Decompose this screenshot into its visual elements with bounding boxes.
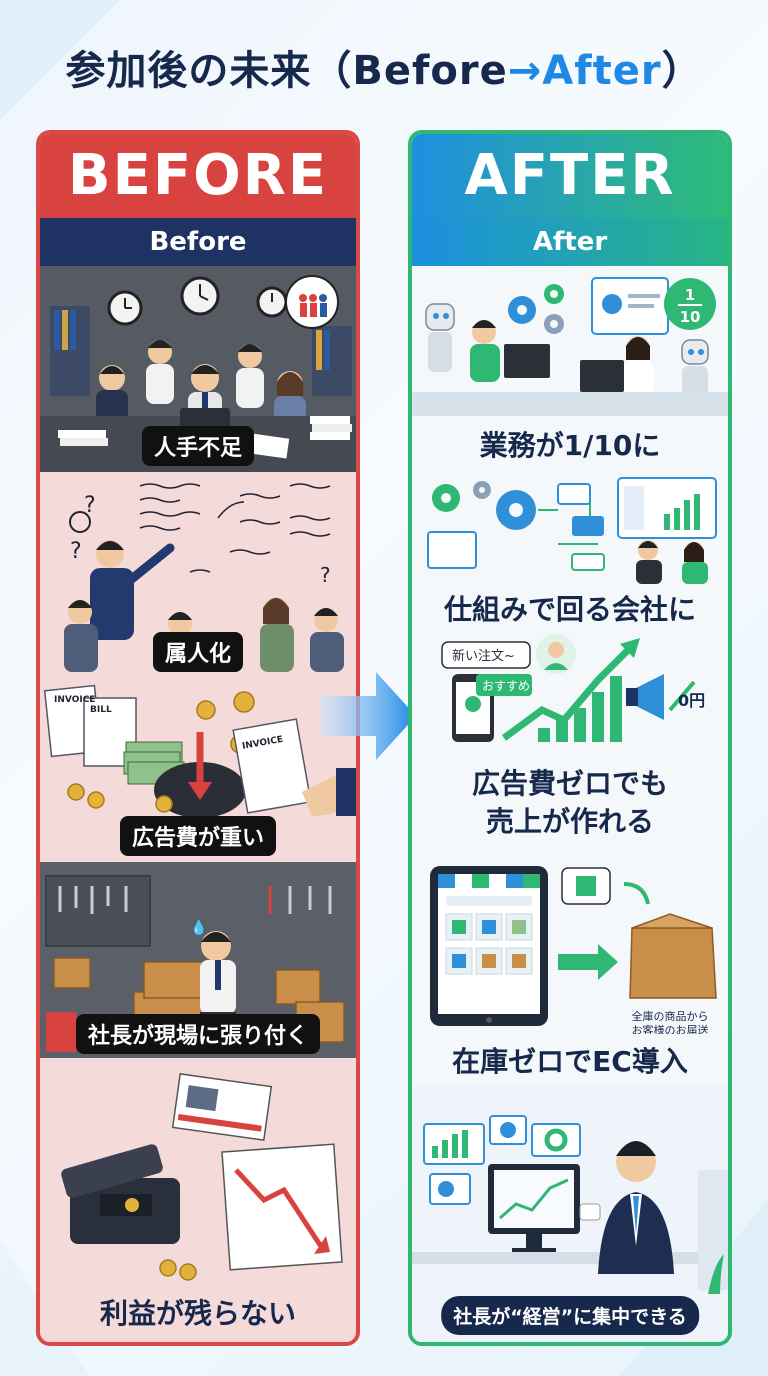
before-label-onsite: 社長が現場に張り付く xyxy=(75,1014,321,1054)
tablet-store-icon xyxy=(430,866,548,1026)
question-mark-icon: ? xyxy=(84,493,96,518)
after-scene-efficiency: 1 10 業務が1/10に xyxy=(412,266,728,468)
before-heading: BEFORE xyxy=(40,134,356,218)
zero-yen-label: 0円 xyxy=(678,691,705,710)
page-title: 参加後の未来（Before→After） xyxy=(65,48,703,94)
svg-text:10: 10 xyxy=(680,308,701,326)
svg-text:?: ? xyxy=(70,539,82,564)
cashbox-icon xyxy=(61,1144,180,1244)
chart-window xyxy=(429,1173,471,1205)
worker-figure xyxy=(682,542,708,584)
after-label-systems: 仕組みで回る会社に xyxy=(443,593,697,626)
listener-figure xyxy=(64,600,98,672)
after-panel: AFTER After 1 10 業務が1/10に xyxy=(408,130,732,1346)
coin-icon xyxy=(159,1259,197,1281)
gear-icon xyxy=(508,296,536,324)
president-figure xyxy=(200,931,236,1054)
svg-text:おすすめ: おすすめ xyxy=(482,679,530,693)
cardboard-box xyxy=(53,957,345,1043)
growth-illustration: 新い注文~ おすすめ 0円 xyxy=(412,628,728,758)
ratio-badge: 1 10 xyxy=(664,278,716,330)
chart-window xyxy=(489,1115,527,1145)
presenter-figure xyxy=(90,540,175,640)
stress-bubble-icon xyxy=(285,275,339,329)
notification-bubble: 新い注文~ xyxy=(441,641,531,669)
svg-text:新い注文~: 新い注文~ xyxy=(452,648,515,664)
worker-figure xyxy=(470,320,500,382)
bill-illustration xyxy=(171,1073,273,1141)
gear-icon xyxy=(473,481,491,499)
paper-stack xyxy=(58,416,352,446)
customer-avatar xyxy=(536,634,576,674)
svg-text:💧: 💧 xyxy=(190,919,207,936)
ec-caption-line2: お客様のお届送 xyxy=(632,1023,709,1034)
clock-icon xyxy=(107,290,143,326)
ecommerce-illustration: 全庫の商品から お客様のお届送 xyxy=(412,848,728,1034)
monitor-icon xyxy=(488,1164,580,1254)
after-scene-ec: 全庫の商品から お客様のお届送 在庫ゼロでEC導入 xyxy=(412,848,728,1084)
after-subheading: After xyxy=(412,218,728,266)
invoice-label: INVOICE xyxy=(54,695,95,705)
after-label-zero-ad-1: 広告費ゼロでも xyxy=(471,767,669,800)
package-bubble-icon xyxy=(561,867,611,905)
office-illustration xyxy=(40,266,356,472)
before-scene-personalization: ? ? ? 属人化 xyxy=(40,472,356,672)
after-label-management: 社長が“経営”に集中できる xyxy=(441,1296,699,1335)
robot-icon xyxy=(681,339,709,400)
after-label-efficiency: 業務が1/10に xyxy=(479,429,661,462)
worker-figure xyxy=(146,340,174,404)
before-label-ad-costs: 広告費が重い xyxy=(119,816,277,856)
after-label-ec: 在庫ゼロでEC導入 xyxy=(452,1045,688,1078)
after-scene-management: 社長が“経営”に集中できる xyxy=(412,1084,728,1342)
bill-label: BILL xyxy=(90,705,112,715)
after-scene-systems: 仕組みで回る会社に xyxy=(412,468,728,628)
before-label-no-profit: 利益が残らない xyxy=(99,1297,296,1330)
sales-bars xyxy=(538,676,622,742)
before-scene-no-profit: 利益が残らない xyxy=(40,1058,356,1342)
dashboard-window xyxy=(617,477,717,539)
cardboard-box xyxy=(629,913,717,999)
ec-caption-line1: 全庫の商品から xyxy=(632,1009,709,1023)
before-label-personalization: 属人化 xyxy=(152,632,244,672)
before-scene-ad-costs: INVOICE BILL INVOICE 広告費が重い xyxy=(40,672,356,862)
before-label-understaffed: 人手不足 xyxy=(141,426,255,466)
dashboard-window xyxy=(591,277,669,335)
after-heading: AFTER xyxy=(412,134,728,218)
gear-icon xyxy=(496,490,536,530)
worker-figure xyxy=(636,540,662,584)
recommend-badge: おすすめ xyxy=(476,674,532,696)
empty-cashbox-illustration xyxy=(40,1058,356,1286)
robot-icon xyxy=(425,303,455,372)
coin-icon xyxy=(67,691,255,813)
after-scene-zero-ad: 新い注文~ おすすめ 0円 広告費ゼロでも 売上が作れる xyxy=(412,628,728,848)
before-panel: BEFORE Before 人手不足 xyxy=(36,130,360,1346)
svg-text:?: ? xyxy=(320,563,331,587)
downward-chart-icon xyxy=(221,1143,343,1271)
gear-icon xyxy=(544,284,564,304)
after-label-zero-ad-2: 売上が作れる xyxy=(485,805,655,838)
clock-icon xyxy=(180,276,220,316)
worker-figure xyxy=(624,336,654,394)
chart-window xyxy=(423,1123,485,1165)
money-illustration: INVOICE BILL INVOICE xyxy=(40,672,356,862)
svg-text:1: 1 xyxy=(685,286,695,304)
clock-icon xyxy=(256,286,288,318)
before-subheading: Before xyxy=(40,218,356,266)
listener-figure xyxy=(260,597,294,672)
gear-icon xyxy=(544,314,564,334)
chart-window xyxy=(531,1123,581,1157)
gear-icon xyxy=(432,484,460,512)
executive-figure xyxy=(579,1141,674,1274)
workflow-illustration xyxy=(412,468,728,584)
worker-figure xyxy=(236,344,264,408)
transition-arrow-icon xyxy=(320,672,416,760)
listener-figure xyxy=(310,608,344,672)
megaphone-icon xyxy=(626,674,664,720)
invoice-document-icon xyxy=(232,718,312,814)
before-scene-understaffed: 人手不足 xyxy=(40,266,356,472)
before-scene-onsite: 💧 社長が現場に張り付く xyxy=(40,862,356,1058)
